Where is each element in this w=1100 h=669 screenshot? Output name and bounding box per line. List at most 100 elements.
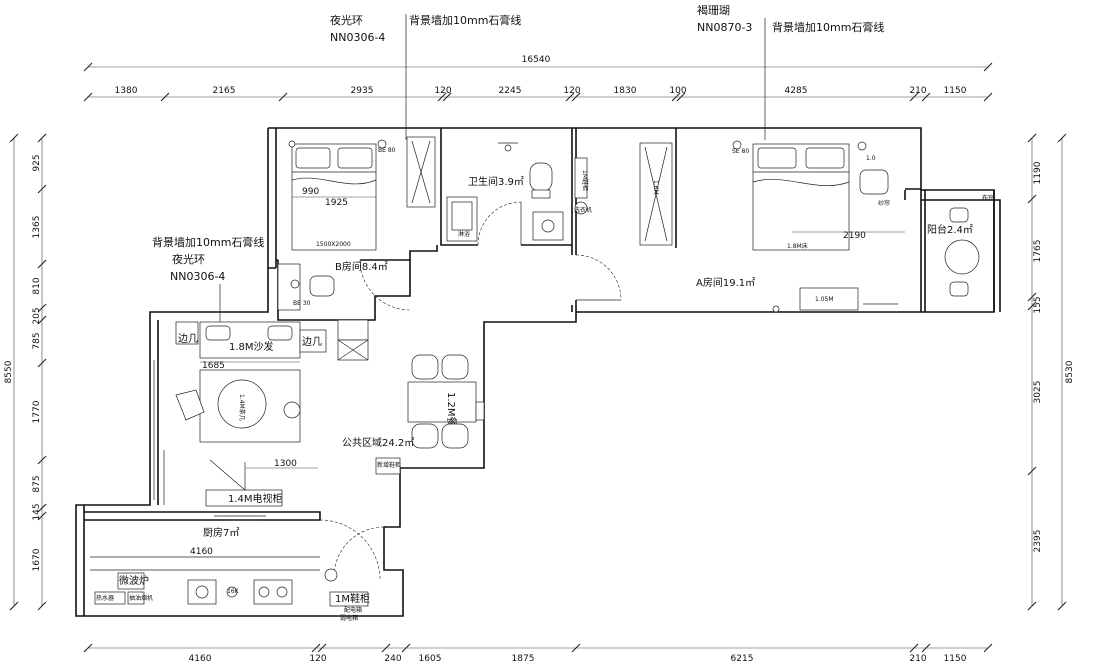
annotation-top-left-name: 夜光环 bbox=[330, 13, 363, 27]
right-dim-5: 2395 bbox=[1033, 530, 1043, 553]
marker-a-top: SE 80 bbox=[732, 148, 749, 155]
top-dim-9: 4285 bbox=[785, 86, 808, 96]
bottom-dim-7: 210 bbox=[909, 654, 926, 664]
gauze-curtain-label: 纱帘 bbox=[878, 199, 890, 207]
tv-cabinet bbox=[205, 489, 283, 507]
right-dimensions: 1190 1765 155 3025 2395 8530 bbox=[1027, 133, 1075, 611]
left-dim-7: 875 bbox=[32, 475, 42, 492]
annotation-top-right-code: NN0870-3 bbox=[697, 21, 752, 34]
range-hood-label: 抽油烟机 bbox=[129, 594, 153, 602]
bottom-dim-5: 1875 bbox=[512, 654, 535, 664]
room-b-label: B房间8.4㎡ bbox=[335, 260, 388, 273]
entry-shoe-cabinet-label: 1M鞋柜 bbox=[335, 592, 370, 605]
shoe-cabinet-1m bbox=[574, 157, 588, 199]
bottom-dim-4: 1605 bbox=[419, 654, 442, 664]
armchair bbox=[175, 389, 205, 421]
right-dim-4: 3025 bbox=[1033, 381, 1043, 404]
marker-b-top: BE 80 bbox=[378, 147, 396, 154]
shower-label: 淋浴 bbox=[458, 230, 470, 238]
new-cabinet bbox=[375, 457, 401, 475]
bottom-dim-8: 1150 bbox=[944, 654, 967, 664]
side-table-right bbox=[299, 329, 327, 353]
bed-a-label: 1.8M床 bbox=[787, 242, 808, 250]
top-dim-8: 100 bbox=[669, 86, 686, 96]
bottom-dim-1: 4160 bbox=[189, 654, 212, 664]
top-dim-5: 2245 bbox=[499, 86, 522, 96]
bathroom-label: 卫生间3.9㎡ bbox=[468, 175, 524, 188]
bed-b-depth-dim: 990 bbox=[302, 187, 319, 197]
cabinet-a-label: 1.05M bbox=[815, 296, 834, 303]
balcony-table bbox=[944, 239, 980, 275]
kitchen-length-dim: 4160 bbox=[190, 547, 213, 557]
bed-b-size: 1500X2000 bbox=[316, 241, 351, 248]
annotation-top-right-wall: 背景墙加10mm石膏线 bbox=[772, 20, 884, 34]
left-dim-8: 145 bbox=[32, 503, 42, 520]
top-dimensions: 16540 1380 2165 2935 120 2245 120 1830 1… bbox=[83, 55, 993, 102]
air-cond-label: 1.0 bbox=[866, 155, 876, 162]
room-b: 990 1925 1500X2000 BE 80 BE 30 B房间8.4㎡ bbox=[277, 136, 436, 311]
right-total-dim: 8530 bbox=[1065, 360, 1075, 383]
cloth-curtain-label: 布帘 bbox=[982, 194, 994, 202]
top-dim-10: 210 bbox=[909, 86, 926, 96]
top-dim-7: 1830 bbox=[614, 86, 637, 96]
top-dim-11: 1150 bbox=[944, 86, 967, 96]
left-dim-4: 205 bbox=[32, 307, 42, 324]
weak-box-label: 弱电箱 bbox=[340, 614, 358, 622]
left-dim-9: 1670 bbox=[32, 548, 42, 571]
left-dim-2: 1365 bbox=[32, 216, 42, 239]
kitchen: 4160 微波炉 热水器 抽油烟机 16K 1M鞋柜 配电箱 弱电箱 厨房7㎡ bbox=[90, 515, 370, 622]
right-dim-1: 1190 bbox=[1033, 161, 1043, 184]
dining-table bbox=[407, 381, 477, 423]
top-dim-1: 1380 bbox=[115, 86, 138, 96]
annotation-top-right-name: 褐珊瑚 bbox=[697, 3, 730, 17]
annotation-left-code: NN0306-4 bbox=[170, 270, 225, 283]
coffee-table-label: 1.4M茶几 bbox=[238, 394, 246, 421]
left-dim-6: 1770 bbox=[32, 400, 42, 423]
top-dim-4: 120 bbox=[434, 86, 451, 96]
tv-tag: 16K bbox=[227, 588, 240, 595]
right-dim-3: 155 bbox=[1033, 296, 1043, 313]
left-dimensions: 8550 925 1365 810 205 785 1770 875 145 1… bbox=[4, 133, 47, 611]
toilet bbox=[529, 162, 553, 192]
bottom-dimensions: 4160 120 240 1605 1875 6215 210 1150 bbox=[83, 643, 993, 664]
right-dim-2: 1765 bbox=[1033, 240, 1043, 263]
bottom-dim-6: 6215 bbox=[731, 654, 754, 664]
shoe-cabinet-label: 1M鞋柜 bbox=[581, 170, 589, 191]
left-dim-5: 785 bbox=[32, 332, 42, 349]
public-area-label: 公共区域24.2㎡ bbox=[342, 436, 414, 449]
side-table-left bbox=[175, 321, 199, 345]
bed-a-width-dim: 2190 bbox=[843, 231, 866, 241]
left-dim-1: 925 bbox=[32, 154, 42, 171]
tv-cabinet-label: 1.4M电视柜 bbox=[228, 492, 283, 505]
tv-width-dim: 1300 bbox=[274, 459, 297, 469]
washbasin bbox=[532, 211, 564, 241]
sofa-label: 1.8M沙发 bbox=[229, 340, 274, 353]
bathroom: 1M鞋柜 洗衣机 卫生间3.9㎡ 淋浴 bbox=[446, 142, 592, 242]
water-heater-label: 热水器 bbox=[96, 594, 114, 602]
left-dim-3: 810 bbox=[32, 277, 42, 294]
desk-b bbox=[277, 263, 301, 311]
entry-shoe-cabinet bbox=[329, 591, 369, 607]
annotation-left-name: 夜光环 bbox=[172, 252, 205, 266]
washer-label: 洗衣机 bbox=[574, 206, 592, 214]
marker-b-desk: BE 30 bbox=[293, 300, 311, 307]
annotation-left-wall: 背景墙加10mm石膏线 bbox=[152, 235, 264, 249]
left-total-dim: 8550 bbox=[4, 360, 14, 383]
chair-b bbox=[309, 275, 335, 297]
bottom-dim-2: 120 bbox=[309, 654, 326, 664]
top-dim-2: 2165 bbox=[213, 86, 236, 96]
room-a: 1.6M 1.8M床 2190 SE 80 1.0 纱帘 1.05M A房间19… bbox=[639, 140, 905, 313]
doors bbox=[319, 201, 622, 581]
wardrobe-a-label: 1.6M bbox=[652, 180, 659, 195]
microwave-label: 微波炉 bbox=[119, 574, 149, 587]
balcony-label: 阳台2.4㎡ bbox=[927, 223, 973, 236]
side-table-left-label: 边几 bbox=[178, 333, 198, 345]
top-total-dim: 16540 bbox=[522, 55, 551, 65]
new-cabinet-label: 新增鞋柜 bbox=[377, 461, 401, 469]
balcony: 阳台2.4㎡ 布帘 bbox=[927, 194, 994, 297]
top-dim-6: 120 bbox=[563, 86, 580, 96]
sofa-width-dim: 1685 bbox=[202, 361, 225, 371]
bottom-dim-3: 240 bbox=[384, 654, 401, 664]
annotation-left: 背景墙加10mm石膏线 夜光环 NN0306-4 bbox=[152, 235, 264, 322]
